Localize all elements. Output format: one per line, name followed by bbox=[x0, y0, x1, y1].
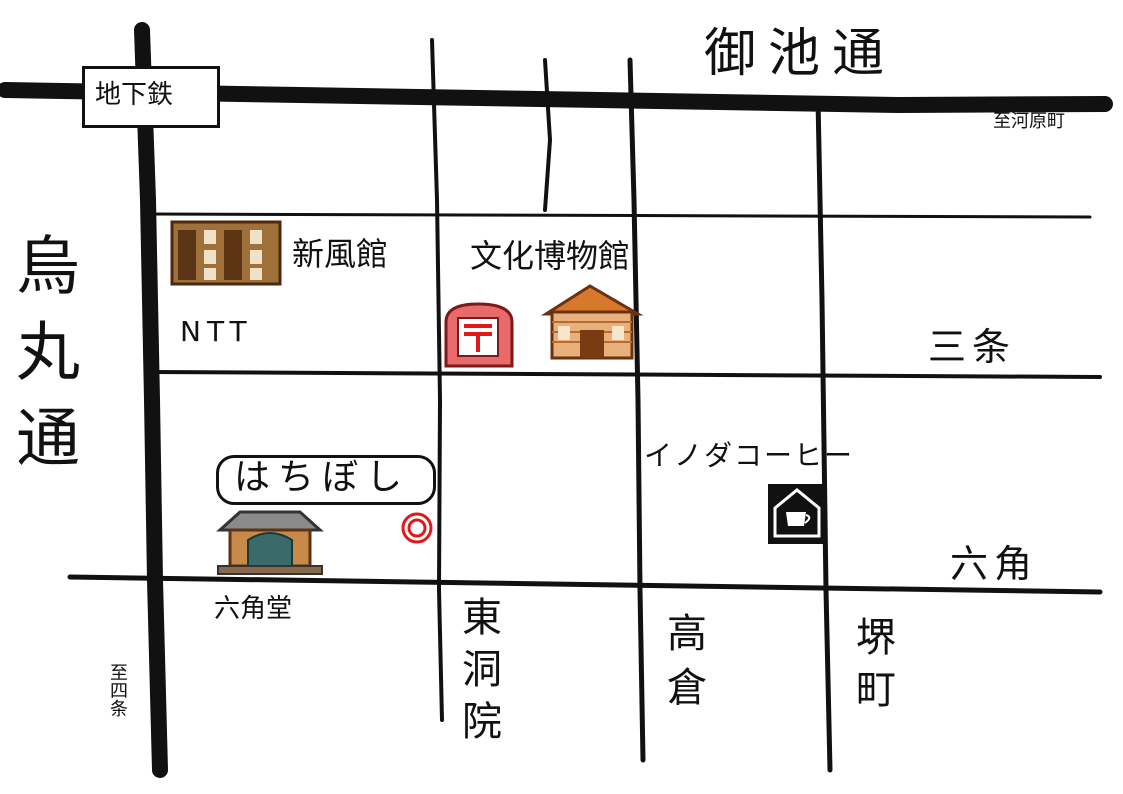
street-label-oike: 御池通 bbox=[704, 24, 897, 84]
post-office-icon bbox=[444, 302, 514, 368]
street-label-rokkaku: 六角 bbox=[950, 542, 1039, 586]
coffee-cup-icon bbox=[768, 484, 826, 544]
street-rokkaku bbox=[67, 574, 1103, 595]
street-alley bbox=[543, 58, 553, 212]
subway-sign-icon bbox=[82, 66, 220, 128]
temple-icon bbox=[216, 510, 324, 575]
destination-marker-icon bbox=[401, 512, 433, 544]
direction-label-shijo: 至四条 bbox=[107, 663, 128, 717]
street-sanjo bbox=[148, 370, 1102, 379]
landmark-label-bunka-museum: 文化博物館 bbox=[470, 237, 631, 275]
street-takakura bbox=[627, 57, 646, 763]
minor-streets bbox=[67, 38, 1103, 773]
direction-label-kawaramachi: 至河原町 bbox=[993, 111, 1065, 132]
street-label-sanjo: 三条 bbox=[928, 325, 1017, 369]
subway-label: 地下鉄 bbox=[95, 80, 174, 110]
street-higashinotoin bbox=[430, 38, 444, 722]
street-label-karasuma: 烏丸通 bbox=[5, 232, 79, 490]
landmark-label-rokkakudo: 六角堂 bbox=[214, 594, 293, 624]
landmark-label-shinpukan: 新風館 bbox=[292, 235, 389, 273]
street-label-takakura: 高倉 bbox=[660, 612, 706, 720]
street-north-of-sanjo bbox=[148, 212, 1092, 219]
street-sakaimachi bbox=[815, 97, 833, 773]
destination-label: はちぼし bbox=[234, 457, 411, 498]
landmark-label-inoda-coffee: イノダコーヒー bbox=[644, 439, 855, 472]
landmark-label-ntt: NTT bbox=[180, 315, 253, 348]
destination-label-box bbox=[216, 455, 436, 505]
street-label-higashinotoin: 東洞院 bbox=[455, 596, 501, 752]
museum-building-icon bbox=[540, 284, 644, 360]
street-karasuma bbox=[134, 22, 168, 778]
street-label-sakaimachi: 堺町 bbox=[849, 616, 895, 720]
office-building-icon bbox=[170, 220, 282, 286]
